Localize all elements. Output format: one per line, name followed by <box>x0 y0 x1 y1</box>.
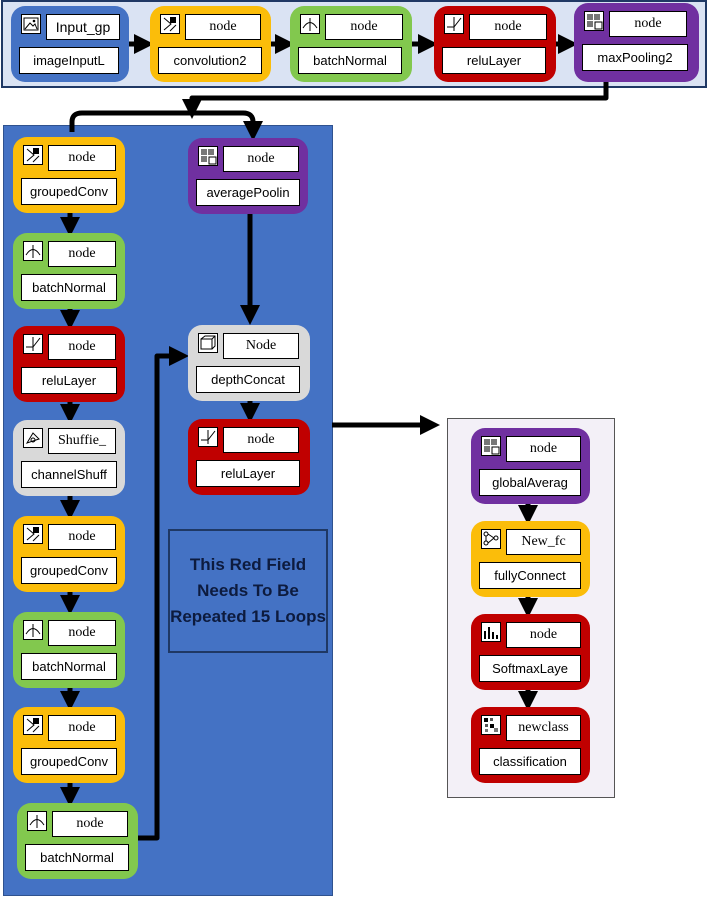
repeat-note: This Red Field Needs To Be Repeated 15 L… <box>168 529 328 653</box>
node-name-field[interactable]: node <box>469 14 547 40</box>
convolution-icon <box>23 145 43 165</box>
node-name-field[interactable]: node <box>223 146 299 172</box>
concat-node[interactable]: Node depthConcat <box>188 325 310 401</box>
maxpool-node[interactable]: node maxPooling2 <box>574 3 699 82</box>
layer-type-field: fullyConnect <box>479 562 581 589</box>
layer-type-field: convolution2 <box>158 47 262 74</box>
node-name-field[interactable]: node <box>48 241 116 267</box>
relu1-node[interactable]: node reluLayer <box>434 6 556 82</box>
layer-type-field: averagePoolin <box>196 179 300 206</box>
layer-type-field: reluLayer <box>21 367 117 394</box>
pooling-icon <box>481 436 501 456</box>
bn1-node[interactable]: node batchNormal <box>290 6 412 82</box>
image-icon <box>21 14 41 34</box>
concat-icon <box>198 333 218 353</box>
convolution-icon <box>23 524 43 544</box>
layer-type-field: reluLayer <box>442 47 546 74</box>
layer-type-field: groupedConv <box>21 748 117 775</box>
node-name-field[interactable]: node <box>506 436 581 462</box>
node-name-field[interactable]: Shuffie_ <box>48 428 116 454</box>
node-name-field[interactable]: New_fc <box>506 529 581 555</box>
node-name-field[interactable]: Input_gp <box>46 14 120 40</box>
batchnorm-icon <box>27 811 47 831</box>
layer-type-field: classification <box>479 748 581 775</box>
softmax-node[interactable]: node SoftmaxLaye <box>471 614 590 690</box>
fc-node[interactable]: New_fc fullyConnect <box>471 521 590 597</box>
relu-icon <box>198 427 218 447</box>
layer-type-field: batchNormal <box>21 653 117 680</box>
layer-type-field: imageInputL <box>19 47 119 74</box>
relu3-node[interactable]: node reluLayer <box>188 419 310 495</box>
conv1-node[interactable]: node convolution2 <box>150 6 271 82</box>
layer-type-field: channelShuff <box>21 461 117 488</box>
pooling-icon <box>584 11 604 31</box>
fully-connected-icon <box>481 529 501 549</box>
shuffle-node[interactable]: Shuffie_ channelShuff <box>13 420 125 496</box>
gconv1-node[interactable]: node groupedConv <box>13 137 125 213</box>
layer-type-field: groupedConv <box>21 178 117 205</box>
node-name-field[interactable]: node <box>52 811 128 837</box>
classification-icon <box>481 715 501 735</box>
layer-type-field: batchNormal <box>298 47 402 74</box>
relu-icon <box>23 334 43 354</box>
gap-node[interactable]: node globalAverag <box>471 428 590 504</box>
layer-type-field: reluLayer <box>196 460 300 487</box>
node-name-field[interactable]: node <box>48 334 116 360</box>
node-name-field[interactable]: node <box>609 11 687 37</box>
arrow-bn4-to-concat <box>137 346 189 841</box>
avgpool-node[interactable]: node averagePoolin <box>188 138 308 214</box>
classoutput-node[interactable]: newclass classification <box>471 707 590 783</box>
node-name-field[interactable]: node <box>48 524 116 550</box>
pooling-icon <box>198 146 218 166</box>
gconv2-node[interactable]: node groupedConv <box>13 516 125 592</box>
bn2-node[interactable]: node batchNormal <box>13 233 125 309</box>
layer-type-field: groupedConv <box>21 557 117 584</box>
node-name-field[interactable]: node <box>325 14 403 40</box>
node-name-field[interactable]: newclass <box>506 715 581 741</box>
bn3-node[interactable]: node batchNormal <box>13 612 125 688</box>
softmax-icon <box>481 622 501 642</box>
layer-type-field: SoftmaxLaye <box>479 655 581 682</box>
repeat-note-text: This Red Field Needs To Be Repeated 15 L… <box>170 555 326 626</box>
node-name-field[interactable]: Node <box>223 333 299 359</box>
bn4-node[interactable]: node batchNormal <box>17 803 138 879</box>
gconv3-node[interactable]: node groupedConv <box>13 707 125 783</box>
layer-type-field: batchNormal <box>21 274 117 301</box>
node-name-field[interactable]: node <box>223 427 299 453</box>
node-name-field[interactable]: node <box>48 715 116 741</box>
convolution-icon <box>160 14 180 34</box>
input-node[interactable]: Input_gp imageInputL <box>11 6 129 82</box>
convolution-icon <box>23 715 43 735</box>
layer-type-field: batchNormal <box>25 844 129 871</box>
layer-type-field: maxPooling2 <box>582 44 688 71</box>
layer-type-field: depthConcat <box>196 366 300 393</box>
node-name-field[interactable]: node <box>48 145 116 171</box>
node-name-field[interactable]: node <box>185 14 261 40</box>
batchnorm-icon <box>300 14 320 34</box>
node-name-field[interactable]: node <box>48 620 116 646</box>
layer-type-field: globalAverag <box>479 469 581 496</box>
arrow-split-branches <box>69 110 263 141</box>
node-name-field[interactable]: node <box>506 622 581 648</box>
batchnorm-icon <box>23 241 43 261</box>
relu2-node[interactable]: node reluLayer <box>13 326 125 402</box>
relu-icon <box>444 14 464 34</box>
arrow-maxpool-to-split <box>182 82 609 119</box>
batchnorm-icon <box>23 620 43 640</box>
shuffle-icon <box>23 428 43 448</box>
